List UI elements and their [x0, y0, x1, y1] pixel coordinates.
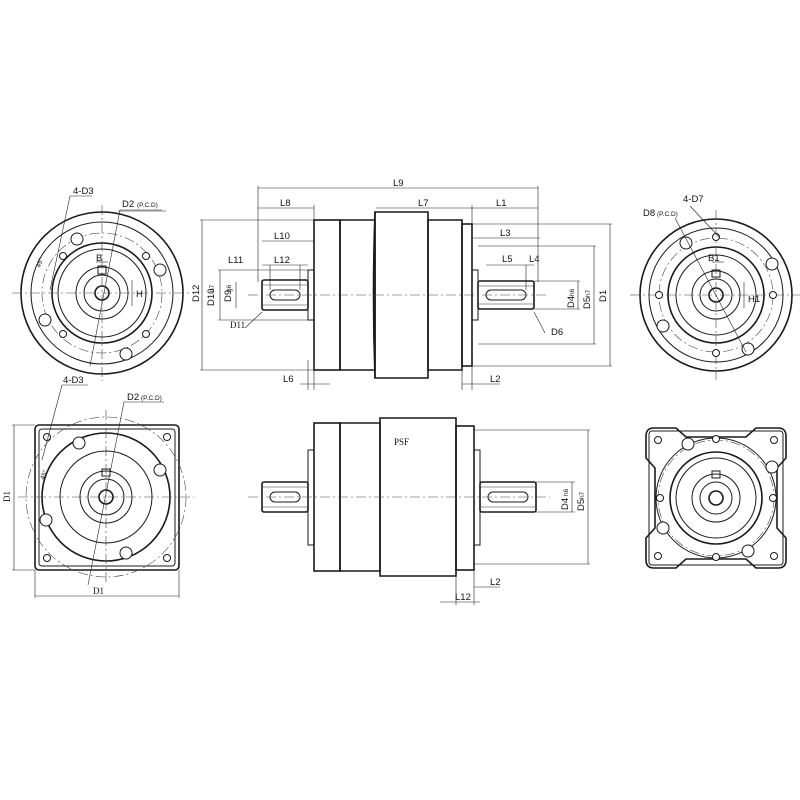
- label-l1: L1: [496, 198, 507, 209]
- label-d8-pcd: (P.C.D): [657, 211, 678, 218]
- label-d4-bottom: D4: [560, 498, 571, 510]
- label-l4: L4: [529, 254, 540, 265]
- label-4-d3: 4-D3: [73, 186, 94, 197]
- side-view-bottom: [248, 417, 590, 605]
- label-d1-side: D1: [2, 491, 12, 502]
- label-l12: L12: [274, 255, 290, 266]
- label-d5-bottom: D5: [576, 499, 587, 511]
- label-d5-h7: h7: [585, 289, 592, 297]
- label-d1-bottom: D1: [93, 586, 104, 596]
- label-l12-bottom: L12: [455, 592, 471, 603]
- label-d10: D10: [206, 289, 217, 306]
- label-h1: H1: [748, 294, 760, 305]
- label-l8: L8: [280, 198, 291, 209]
- front-view-round-input: [12, 195, 192, 381]
- front-view-round-output: [630, 205, 800, 380]
- label-h: H: [136, 289, 143, 300]
- label-l3: L3: [500, 228, 511, 239]
- label-b1: B1: [708, 253, 720, 264]
- front-view-square-input: [12, 384, 194, 598]
- label-l6: L6: [283, 374, 294, 385]
- side-view-top: [200, 186, 612, 390]
- label-d1: D1: [598, 290, 609, 302]
- label-d8: D8: [643, 208, 655, 219]
- label-l2-bottom: L2: [490, 577, 501, 588]
- front-view-square-output: [645, 427, 787, 569]
- label-d9-g6: g6: [226, 284, 233, 292]
- label-l7: L7: [418, 198, 429, 209]
- label-l5: L5: [502, 254, 513, 265]
- label-4-d7: 4-D7: [683, 194, 704, 205]
- label-angle-45-bottom: 45°: [38, 468, 49, 480]
- brand-label: PSF: [394, 437, 409, 447]
- label-d5: D5: [582, 297, 593, 309]
- label-l2: L2: [490, 374, 501, 385]
- label-b: B: [96, 253, 102, 264]
- label-d4-bottom-h6: h6: [563, 488, 570, 496]
- label-pcd-bottom: (P.C.D): [141, 395, 162, 402]
- label-d4-h6: h6: [569, 288, 576, 296]
- label-d5-bottom-h7: h7: [579, 491, 586, 499]
- label-d11: D11: [230, 320, 245, 330]
- label-angle-45: 45°: [34, 256, 45, 268]
- label-l9: L9: [393, 178, 404, 189]
- label-d2: D2: [122, 199, 134, 210]
- label-d9: D9: [223, 290, 234, 302]
- label-l10: L10: [274, 231, 290, 242]
- label-d6: D6: [551, 327, 563, 338]
- label-pcd: (P.C.D): [137, 202, 158, 209]
- label-d2-bottom: D2: [127, 392, 139, 403]
- label-d12: D12: [191, 285, 202, 302]
- label-d10-h7: h7: [209, 284, 216, 292]
- label-d4: D4: [566, 296, 577, 308]
- label-4-d3-bottom: 4-D3: [63, 375, 84, 386]
- label-l11: L11: [228, 255, 243, 266]
